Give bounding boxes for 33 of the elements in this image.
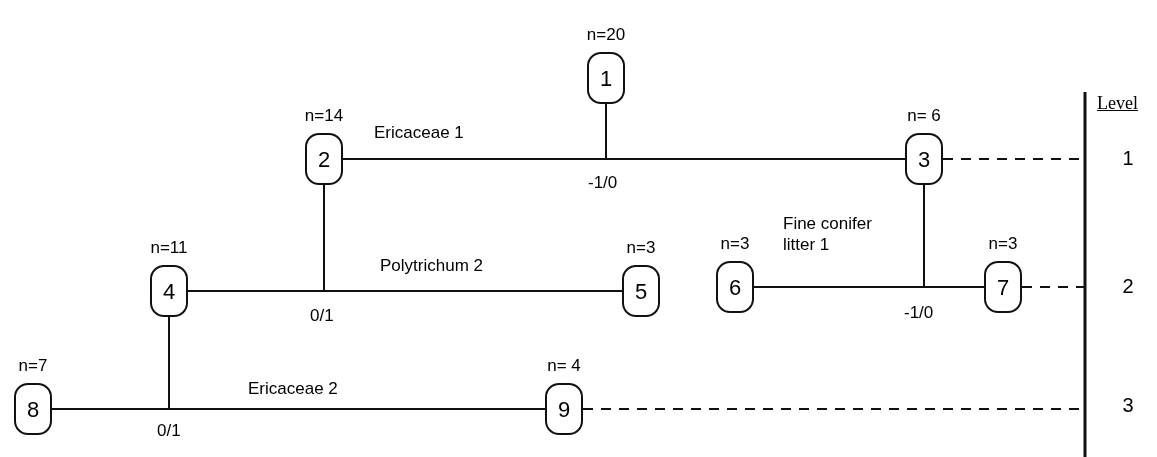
indicator-label: Fine conifer litter 1: [783, 213, 873, 256]
branch-line: [605, 103, 906, 160]
threshold-label: -1/0: [904, 302, 935, 324]
group-node: 1: [587, 52, 625, 104]
group-node: 5: [622, 265, 660, 317]
group-node: 2: [305, 133, 343, 185]
group-node: 3: [905, 133, 943, 185]
group-node: 7: [984, 261, 1022, 313]
level-number: 1: [1121, 146, 1135, 171]
sample-count: n=7: [17, 357, 49, 374]
indicator-label: Polytrichum 2: [380, 255, 484, 277]
sample-count: n=3: [719, 235, 751, 252]
sample-count: n=3: [625, 239, 657, 256]
group-node: 8: [14, 383, 52, 435]
sample-count: n= 6: [906, 107, 942, 124]
threshold-label: 0/1: [157, 420, 182, 442]
sample-count: n=3: [987, 235, 1019, 252]
level-heading: Level: [1097, 92, 1139, 115]
threshold-label: 0/1: [310, 305, 335, 327]
group-node: 9: [545, 383, 583, 435]
branch-line: [923, 184, 985, 288]
sample-count: n=14: [303, 107, 345, 124]
group-node: 6: [716, 261, 754, 313]
level-number: 2: [1121, 274, 1135, 299]
indicator-label: Ericaceae 2: [248, 378, 339, 400]
indicator-label: Ericaceae 1: [374, 122, 465, 144]
sample-count: n=11: [149, 239, 189, 256]
sample-count: n= 4: [546, 357, 582, 374]
level-guide-line: [1021, 286, 1086, 288]
level-number: 3: [1121, 393, 1135, 418]
group-node: 4: [150, 265, 188, 317]
threshold-label: -1/0: [588, 172, 619, 194]
sample-count: n=20: [585, 26, 627, 43]
